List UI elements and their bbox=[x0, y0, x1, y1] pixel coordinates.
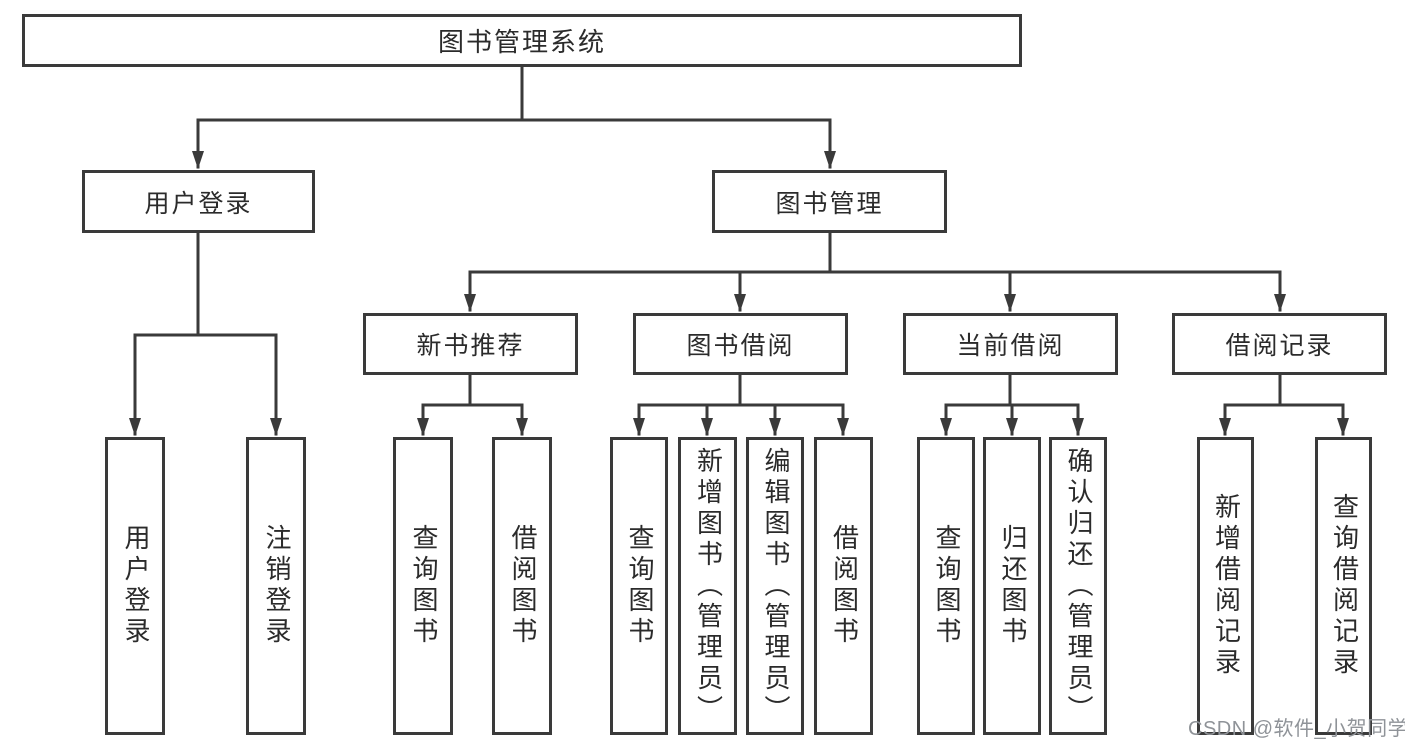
connector-group bbox=[129, 65, 1349, 436]
leaf-br-add-record: 新增借阅记录 bbox=[1197, 437, 1254, 735]
leaf-logout: 注销登录 bbox=[246, 437, 306, 735]
node-root: 图书管理系统 bbox=[22, 14, 1022, 67]
node-book-borrow: 图书借阅 bbox=[633, 313, 848, 375]
leaf-bb-query-book: 查询图书 bbox=[610, 437, 668, 735]
csdn-watermark: CSDN @软件_小贺同学 bbox=[1188, 718, 1405, 740]
leaf-br-query-record: 查询借阅记录 bbox=[1315, 437, 1372, 735]
leaf-cb-query-book: 查询图书 bbox=[917, 437, 975, 735]
node-user-login: 用户登录 bbox=[82, 170, 315, 233]
leaf-bb-edit-book-admin: 编辑图书（管理员） bbox=[746, 437, 804, 735]
leaf-nbr-query-book: 查询图书 bbox=[393, 437, 453, 735]
node-new-book-recommend: 新书推荐 bbox=[363, 313, 578, 375]
node-book-management: 图书管理 bbox=[712, 170, 947, 233]
leaf-nbr-borrow-book: 借阅图书 bbox=[492, 437, 552, 735]
node-current-borrow: 当前借阅 bbox=[903, 313, 1118, 375]
leaf-cb-return-book: 归还图书 bbox=[983, 437, 1041, 735]
leaf-bb-borrow-book: 借阅图书 bbox=[814, 437, 873, 735]
leaf-user-login: 用户登录 bbox=[105, 437, 165, 735]
leaf-cb-confirm-return-admin: 确认归还（管理员） bbox=[1049, 437, 1107, 735]
node-borrow-records: 借阅记录 bbox=[1172, 313, 1387, 375]
leaf-bb-add-book-admin: 新增图书（管理员） bbox=[678, 437, 737, 735]
